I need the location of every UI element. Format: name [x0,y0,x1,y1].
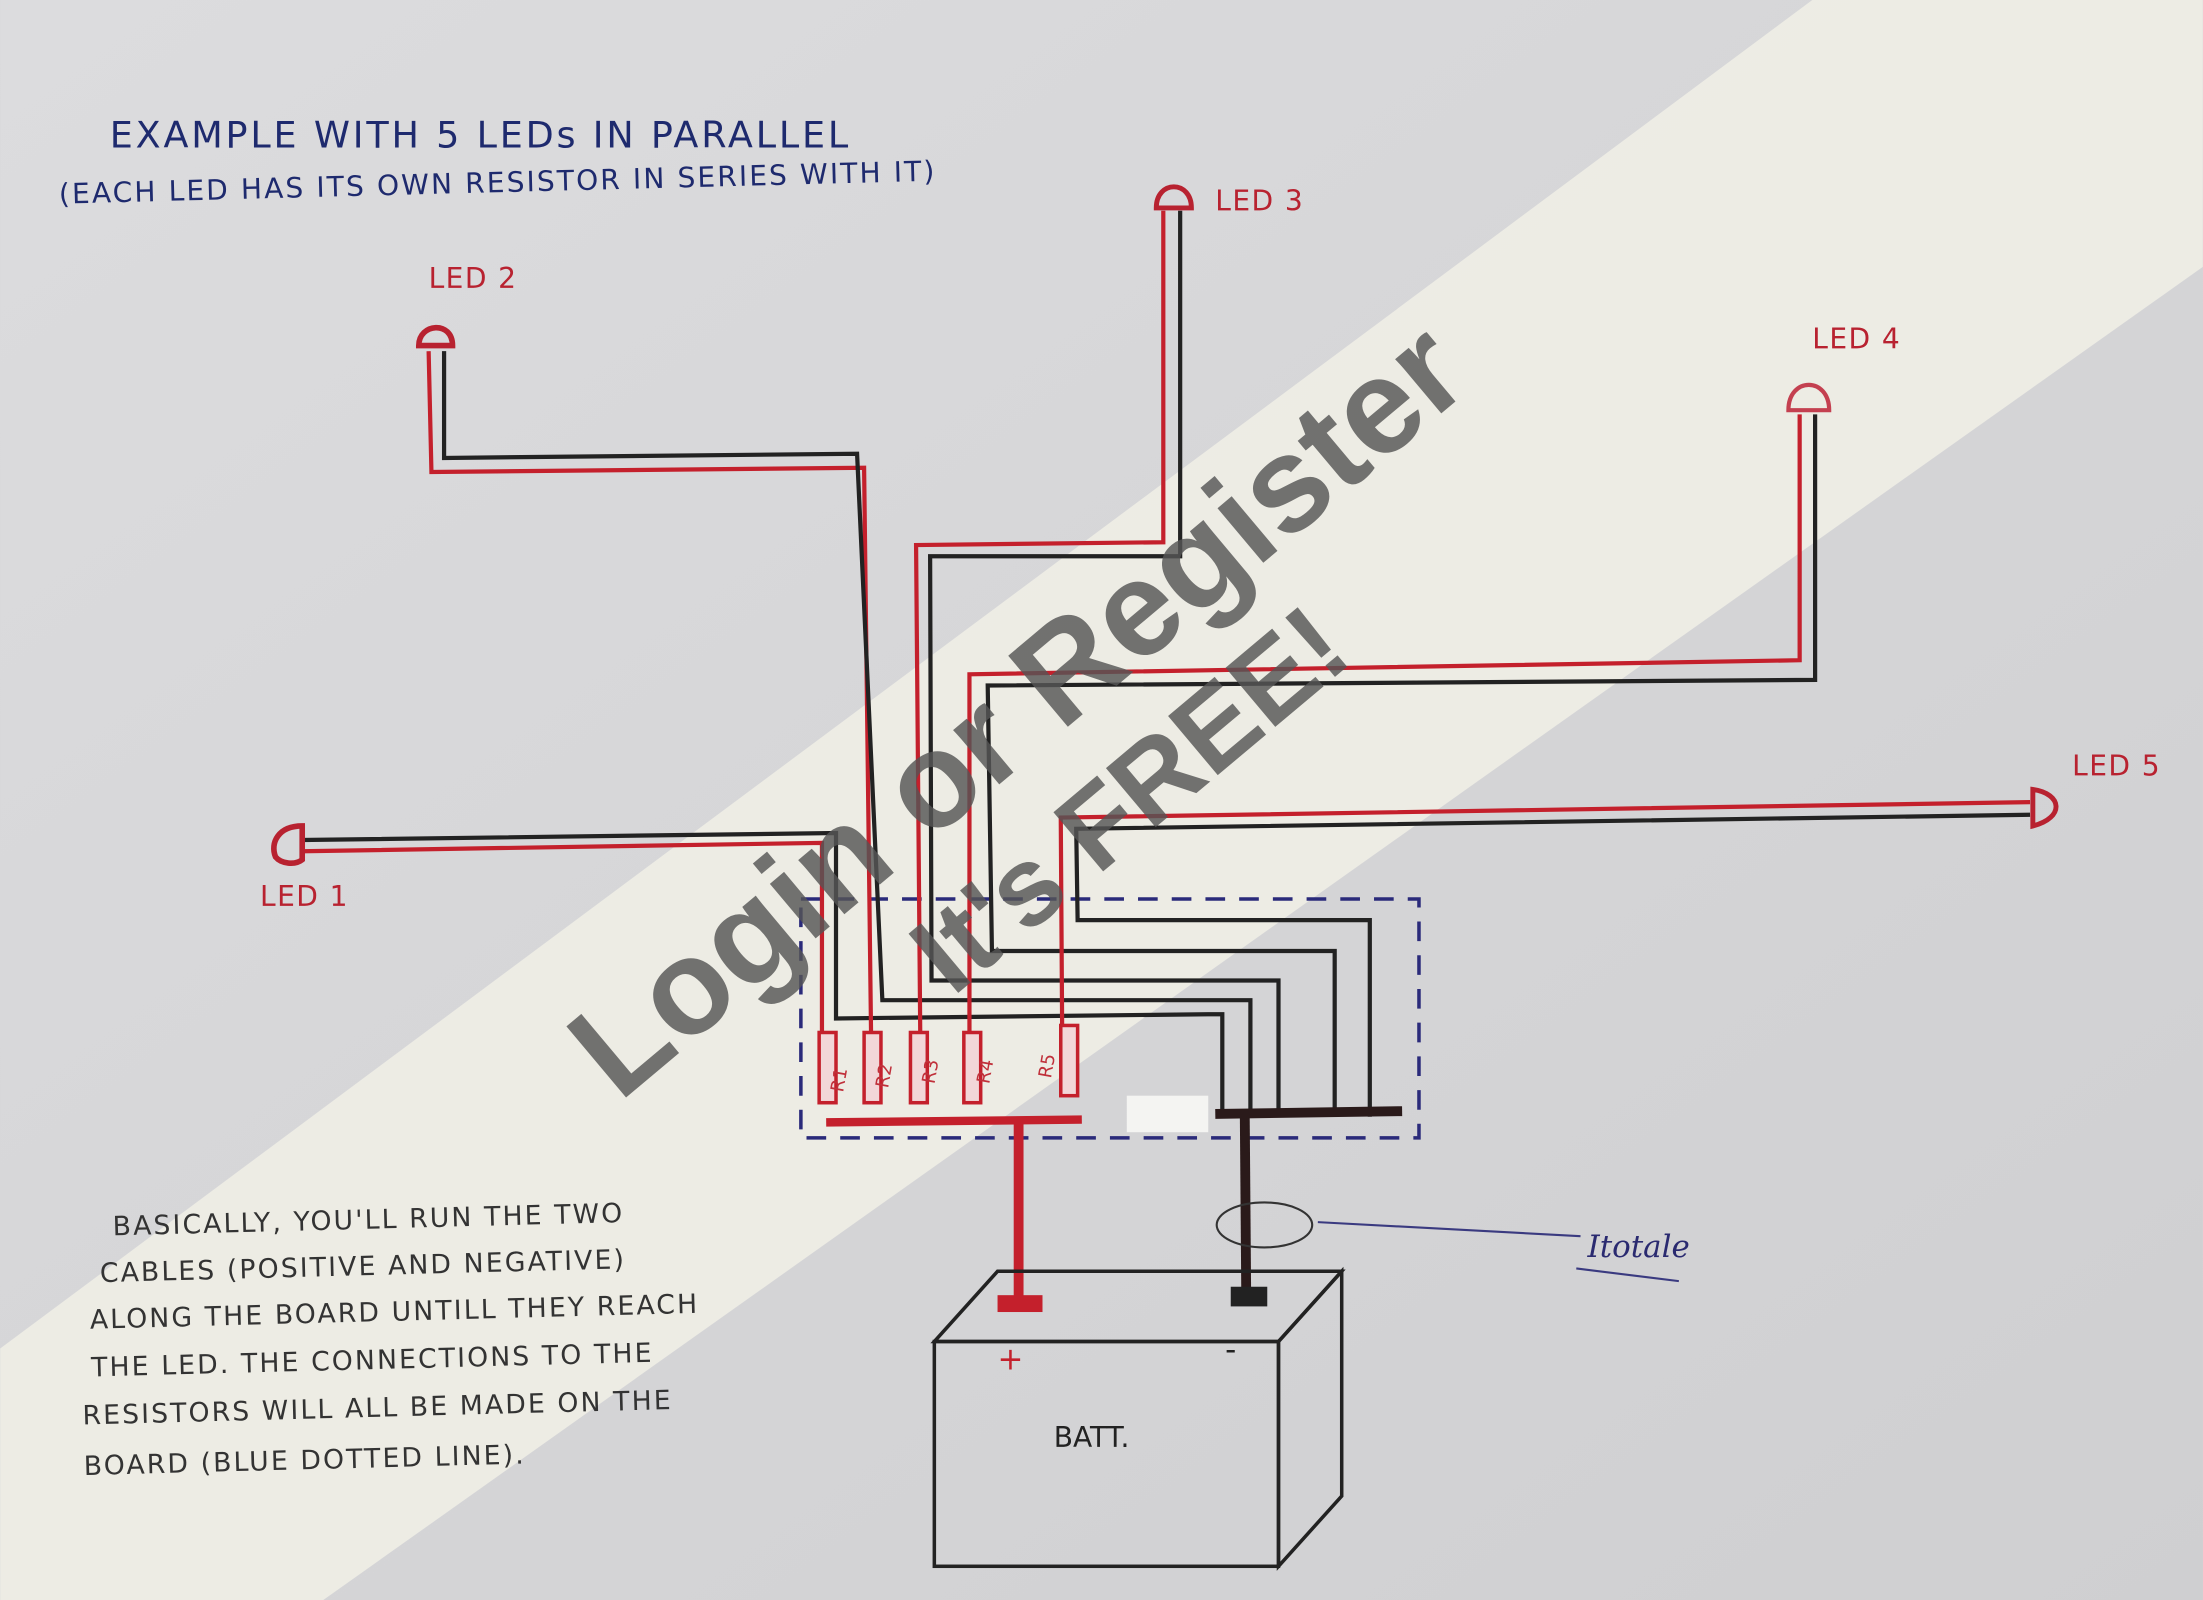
led-5-icon [2030,786,2059,830]
negative-bus [1215,1106,1403,1119]
resistor-array: R1 R2 R3 R4 R5 [817,1023,1080,1105]
battery-label: BATT. [1054,1421,1130,1454]
resistor-r4: R4 [962,1030,998,1105]
led5-wires [1058,800,2031,1117]
board-dotted-outline [799,897,1421,1140]
positive-terminal [997,1295,1043,1313]
svg-text:R2: R2 [872,1062,897,1090]
svg-text:R1: R1 [827,1066,852,1094]
current-underline [1576,1267,1679,1283]
led-1-icon [271,823,306,866]
positive-bus [826,1115,1082,1127]
led-3-label: LED 3 [1215,185,1304,218]
led-1-label: LED 1 [260,880,349,913]
svg-text:R5: R5 [1035,1052,1060,1080]
led-3-icon [1153,184,1194,211]
diagram-title: EXAMPLE WITH 5 LEDs IN PARALLEL [110,113,851,156]
resistor-r1: R1 [817,1030,852,1105]
resistor-r3: R3 [908,1030,944,1105]
battery-negative-sign: - [1225,1332,1236,1368]
resistor-r5: R5 [1035,1023,1080,1098]
led-1: LED 1 [260,823,349,913]
led1-wires [302,830,1225,1117]
negative-terminal [1230,1286,1268,1307]
battery [930,1266,1346,1571]
svg-text:R4: R4 [973,1058,998,1086]
led3-wires [913,210,1281,1117]
current-loop [1215,1201,1314,1249]
led-4-label: LED 4 [1812,322,1901,355]
led2-wires [426,351,1253,1117]
led-5-label: LED 5 [2072,749,2161,782]
led-5: LED 5 [2030,749,2161,830]
led-2-label: LED 2 [429,262,518,295]
current-pointer-line [1317,1221,1581,1238]
svg-text:R3: R3 [919,1058,944,1086]
led4-wires [967,414,1818,1117]
resistor-r2: R2 [862,1030,897,1105]
led-3: LED 3 [1153,184,1304,218]
led-4-icon [1786,383,1832,413]
current-label: Itotale [1587,1229,1690,1265]
led-2-icon [415,324,456,349]
tape-patch [1126,1095,1209,1133]
led-2: LED 2 [415,262,518,349]
led-4: LED 4 [1786,322,1901,413]
battery-positive-sign: + [998,1342,1024,1378]
